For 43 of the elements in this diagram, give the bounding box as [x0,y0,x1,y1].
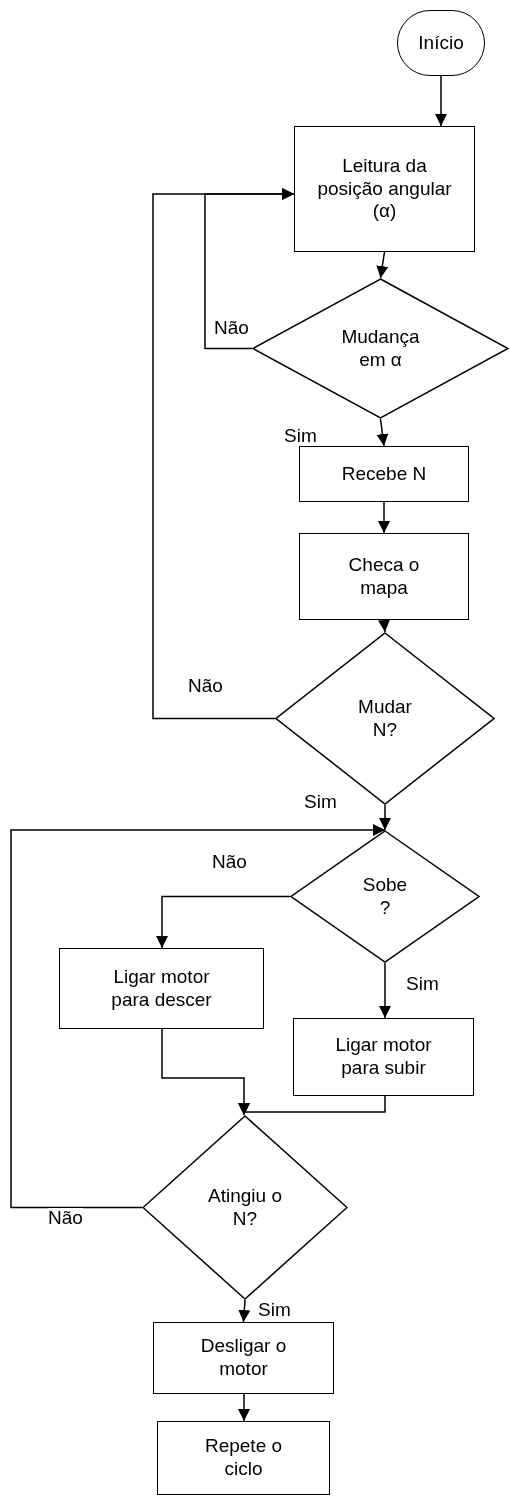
node-text: Leitura da posição angular (α) [316,154,453,224]
node-text: Ligar motor para subir [334,1034,433,1080]
arrow [156,895,291,949]
node-text: Repete o ciclo [203,1435,284,1481]
node-text: Mudar N? [357,695,413,742]
node-text: Mudança em α [340,325,421,372]
process-box [59,948,264,1029]
decision-diamond [142,1115,348,1300]
node-text: Recebe N [341,462,427,486]
arrow [376,251,389,279]
edge-label: Sim [304,792,337,811]
decision-diamond [252,278,509,419]
edge-label: Sim [284,426,317,445]
arrow [238,1393,250,1422]
process-box [157,1421,330,1495]
process-box [294,126,475,252]
arrow [378,501,390,534]
node-text: Sobe ? [361,873,409,920]
node-text: Checa o mapa [347,553,421,600]
arrow [378,619,390,633]
process-box [153,1322,334,1394]
arrow [152,188,295,720]
arrow [435,75,447,127]
decision-diamond [290,830,480,963]
process-box [299,446,469,502]
node-text: Ligar motor para descer [110,965,213,1012]
node-text: Atingiu o N? [207,1184,283,1231]
arrow [379,962,391,1019]
arrow [238,1095,386,1116]
edge-label: Não [188,676,223,695]
edge-label: Sim [258,1300,291,1319]
arrow [376,418,389,447]
node-text: Início [418,31,464,55]
node-text: Desligar o motor [199,1335,288,1381]
edge-label: Sim [406,974,439,993]
process-box [299,533,469,620]
arrow [238,1299,251,1323]
edge-label: Não [214,318,249,337]
edge-label: Não [212,852,247,871]
arrow [10,824,386,1209]
arrow [379,804,391,831]
edge-label: Não [48,1208,83,1227]
process-box [293,1018,474,1096]
